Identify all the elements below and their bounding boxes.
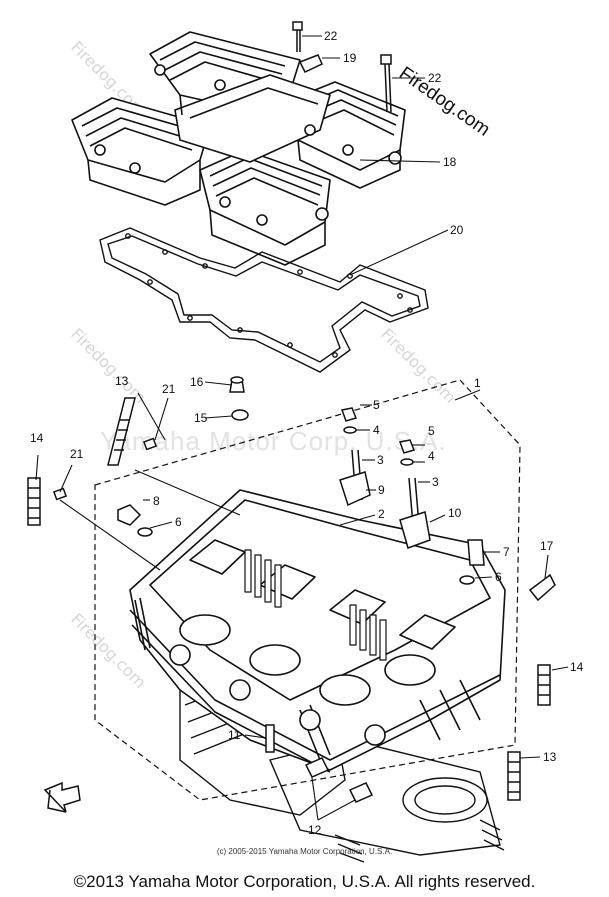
label-21: 21 [162,382,176,396]
label-1: 1 [474,376,481,390]
watermark-site: Firedog.com [67,324,150,407]
label-5: 5 [428,424,435,438]
label-21: 21 [70,447,84,461]
label-3: 3 [432,475,439,489]
cylinder-head [129,489,506,773]
front-arrow-icon [43,781,81,813]
label-16: 16 [190,375,204,389]
label-22: 22 [428,71,442,85]
footer-copyright: ©2013 Yamaha Motor Corporation, U.S.A. A… [73,872,536,891]
label-5: 5 [373,398,380,412]
leader-lines [35,35,569,821]
cylinder-head-cover [71,31,406,266]
label-9: 9 [378,483,385,497]
label-15: 15 [194,411,208,425]
label-2: 2 [378,507,385,521]
label-14: 14 [30,431,44,445]
cover-gasket [99,227,429,373]
label-3: 3 [377,453,384,467]
watermark-site-dark: Firedog.com [395,63,494,141]
label-11: 11 [228,728,241,742]
label-10: 10 [448,506,462,520]
label-22: 22 [324,29,338,43]
inner-copyright: (c) 2005-2015 Yamaha Motor Corporation, … [216,847,393,856]
label-13: 13 [543,750,557,764]
label-6: 6 [495,570,502,584]
small-parts [27,376,556,803]
label-6: 6 [175,515,182,529]
label-7: 7 [503,545,510,559]
callout-labels: 22 19 22 18 20 1 13 21 16 15 14 21 5 4 3… [30,29,584,837]
label-17: 17 [540,539,554,553]
label-8: 8 [153,494,160,508]
top-small-parts [292,21,392,113]
assembly-outline [94,379,521,801]
label-4: 4 [373,423,380,437]
watermark-site: Firedog.com [377,324,460,407]
label-13: 13 [115,374,129,388]
label-20: 20 [450,223,464,237]
label-14: 14 [570,660,584,674]
label-12: 12 [308,823,322,837]
label-19: 19 [343,51,357,65]
label-18: 18 [443,155,457,169]
label-4: 4 [428,449,435,463]
